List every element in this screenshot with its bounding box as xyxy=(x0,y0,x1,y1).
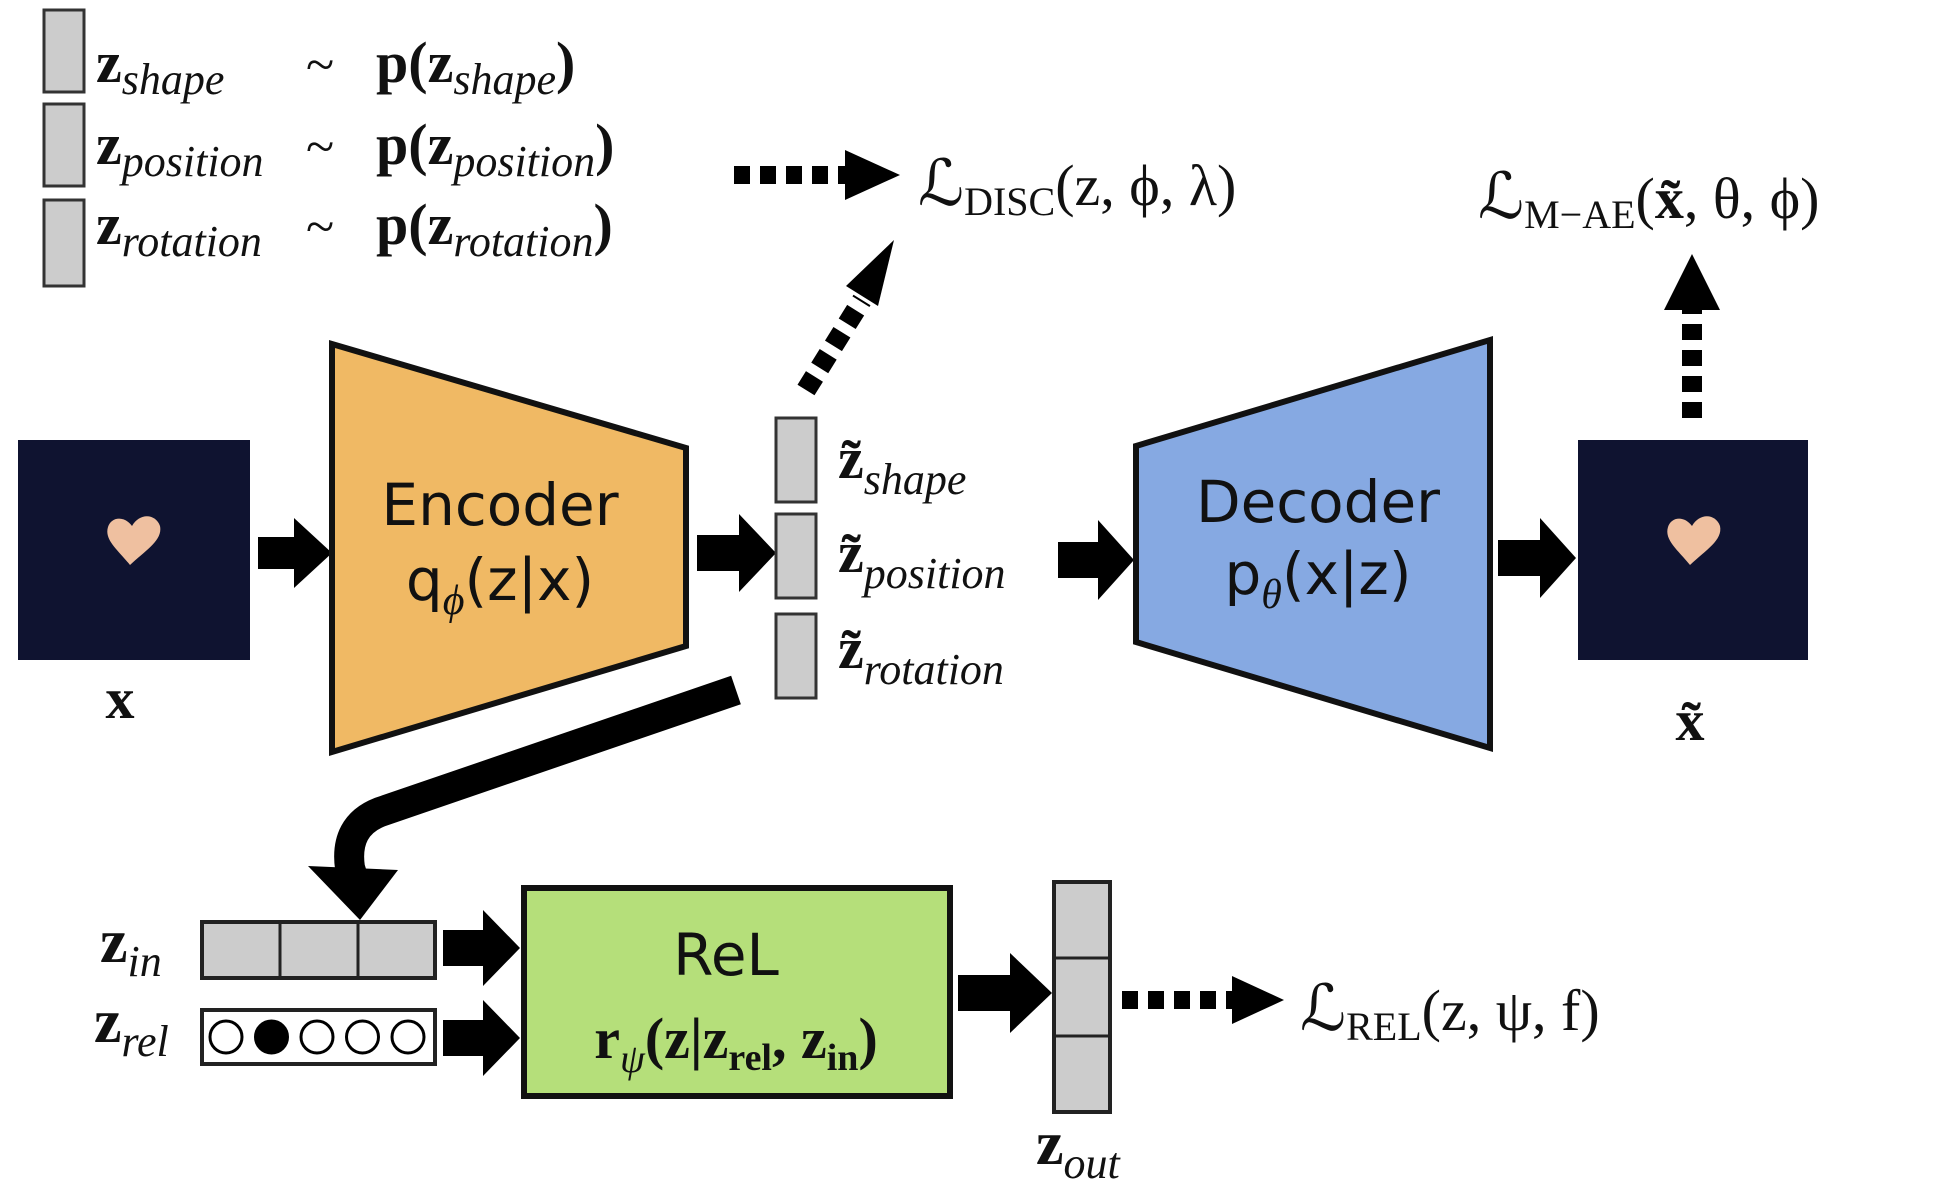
latent-position-cell xyxy=(774,512,818,600)
z-rel-one-hot-vector xyxy=(200,1008,437,1066)
decoder-title: Decoder xyxy=(1196,468,1440,536)
z-out-to-rel-loss-arrowhead xyxy=(1232,976,1284,1024)
rel-module-title: ReL xyxy=(673,921,779,989)
prior-shape-formula: zshape~p(zshape) xyxy=(96,30,575,104)
decoder-function: pθ(x|z) xyxy=(1224,540,1411,618)
z-in-to-rel-arrowhead xyxy=(483,910,520,986)
prior-rotation-box xyxy=(42,198,86,288)
heart-shape xyxy=(107,516,161,565)
encoder-to-relational-arrowhead xyxy=(308,866,398,920)
z-out-vector xyxy=(1052,880,1112,1114)
encoder-function: qϕ(z|x) xyxy=(406,546,594,624)
input-to-encoder-arrowhead xyxy=(294,518,332,588)
decoder-to-output-arrow-shaft xyxy=(1498,540,1540,576)
output-label: x̃ xyxy=(1676,688,1705,753)
prior-shape-box xyxy=(42,8,86,94)
input-to-encoder-arrow-shaft xyxy=(258,537,294,569)
input-label: x xyxy=(106,666,135,731)
latents-to-decoder-arrow-shaft xyxy=(1058,542,1098,578)
rel-module-function: rψ(z|zrel, zin) xyxy=(594,1006,878,1081)
z-rel-inactive-slot xyxy=(390,1019,426,1055)
z-rel-label: zrel xyxy=(94,988,169,1066)
loss-rel: ℒREL(z, ψ, f) xyxy=(1300,973,1600,1049)
decoder-block xyxy=(1133,335,1493,753)
output-image xyxy=(1578,440,1808,660)
encoder-title: Encoder xyxy=(381,471,618,539)
rel-to-z-out-arrow-shaft xyxy=(958,975,1010,1011)
input-image xyxy=(18,440,250,660)
rel-to-z-out-arrowhead xyxy=(1010,953,1052,1033)
z-rel-inactive-slot xyxy=(345,1019,380,1055)
encoder-block xyxy=(329,339,689,757)
prior-specification: zshape~p(zshape) zposition~p(zposition) … xyxy=(42,8,614,288)
latent-code-stack xyxy=(774,416,818,700)
z-rel-to-rel-arrow-shaft xyxy=(443,1020,483,1056)
encoder-to-latents-arrowhead xyxy=(739,514,776,592)
z-out-label: zout xyxy=(1036,1110,1122,1188)
encoder-to-relational-curved-arrow xyxy=(334,675,741,889)
prior-position-formula: zposition~p(zposition) xyxy=(96,112,614,186)
latents-to-disc-arrowhead xyxy=(846,240,894,306)
latent-rotation-cell xyxy=(774,612,818,700)
z-rel-active-slot xyxy=(254,1019,289,1055)
latent-shape-label: z̃shape xyxy=(838,426,966,504)
loss-disc: ℒDISC(z, ϕ, λ) xyxy=(918,148,1236,224)
z-rel-to-rel-arrowhead xyxy=(483,1000,520,1076)
latents-to-decoder-arrowhead xyxy=(1098,520,1134,600)
prior-rotation-formula: zrotation~p(zrotation) xyxy=(96,192,613,266)
latent-position-label: z̃position xyxy=(838,520,1006,598)
z-rel-inactive-slot xyxy=(208,1019,244,1055)
reconstructed-heart-shape xyxy=(1667,516,1721,565)
prior-position-box xyxy=(42,102,86,188)
output-to-mae-arrowhead xyxy=(1664,254,1720,310)
decoder-to-output-arrowhead xyxy=(1540,518,1576,598)
z-in-to-rel-arrow-shaft xyxy=(443,930,483,966)
latent-rotation-label: z̃rotation xyxy=(838,616,1004,694)
z-rel-inactive-slot xyxy=(299,1019,335,1055)
encoder-to-latents-arrow-shaft xyxy=(697,535,739,571)
z-in-vector xyxy=(200,920,437,980)
rel-module-block xyxy=(521,885,953,1099)
loss-mae: ℒM−AE(x̃, θ, ϕ) xyxy=(1478,161,1820,237)
prior-to-disc-arrowhead xyxy=(845,150,900,200)
z-in-label: zin xyxy=(100,908,162,986)
latents-to-disc-arrow xyxy=(797,294,871,396)
latent-shape-cell xyxy=(774,416,818,504)
